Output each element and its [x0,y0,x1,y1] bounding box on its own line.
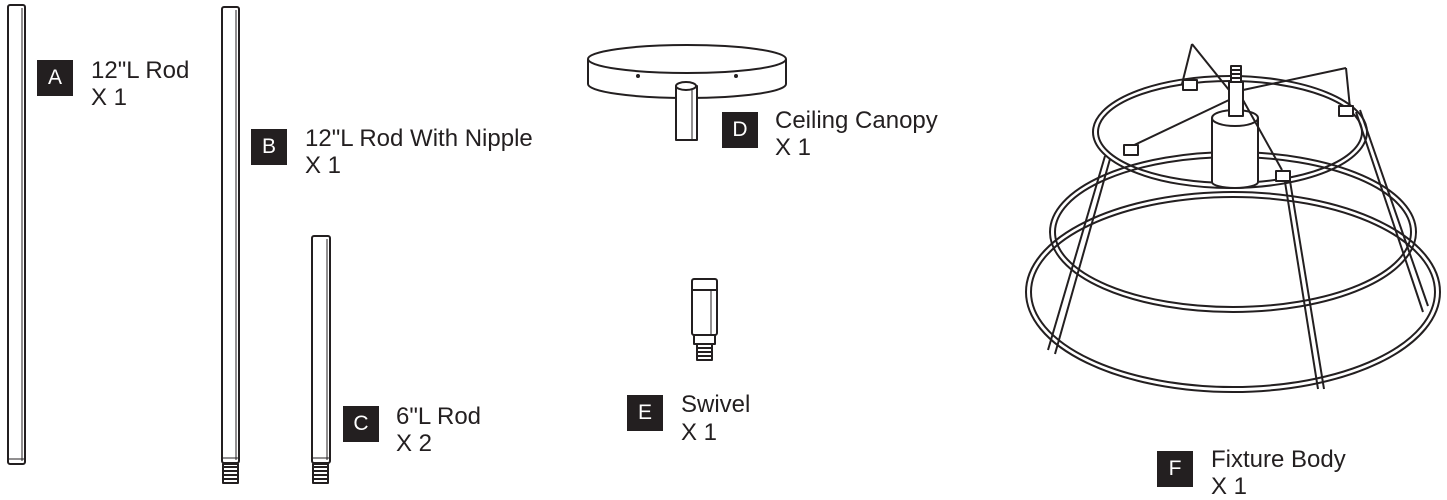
fixture-body-drawing [1025,43,1441,393]
part-f-quantity: X 1 [1211,473,1248,500]
part-b-name: 12"L Rod With Nipple [305,125,533,152]
rod-b-drawing [221,6,240,484]
part-e-quantity: X 1 [681,419,718,446]
part-c-name: 6"L Rod [396,403,482,430]
rod-c-drawing [311,235,331,484]
rod-a-drawing [7,4,26,465]
part-a-quantity: X 1 [91,84,128,111]
part-e-name: Swivel [681,391,751,418]
part-b-letter-badge: B [251,129,287,165]
part-c-letter-badge: C [343,406,379,442]
part-f-name: Fixture Body [1211,446,1346,473]
ceiling-canopy-drawing [587,44,787,141]
part-d-quantity: X 1 [775,134,812,161]
part-c-quantity: X 2 [396,430,433,457]
swivel-drawing [691,278,718,361]
part-e-letter-badge: E [627,395,663,431]
part-a-name: 12"L Rod [91,57,190,84]
part-f-letter-badge: F [1157,451,1193,487]
part-a-letter-badge: A [37,60,73,96]
part-b-quantity: X 1 [305,152,342,179]
part-d-letter-badge: D [722,112,758,148]
part-d-name: Ceiling Canopy [775,107,938,134]
